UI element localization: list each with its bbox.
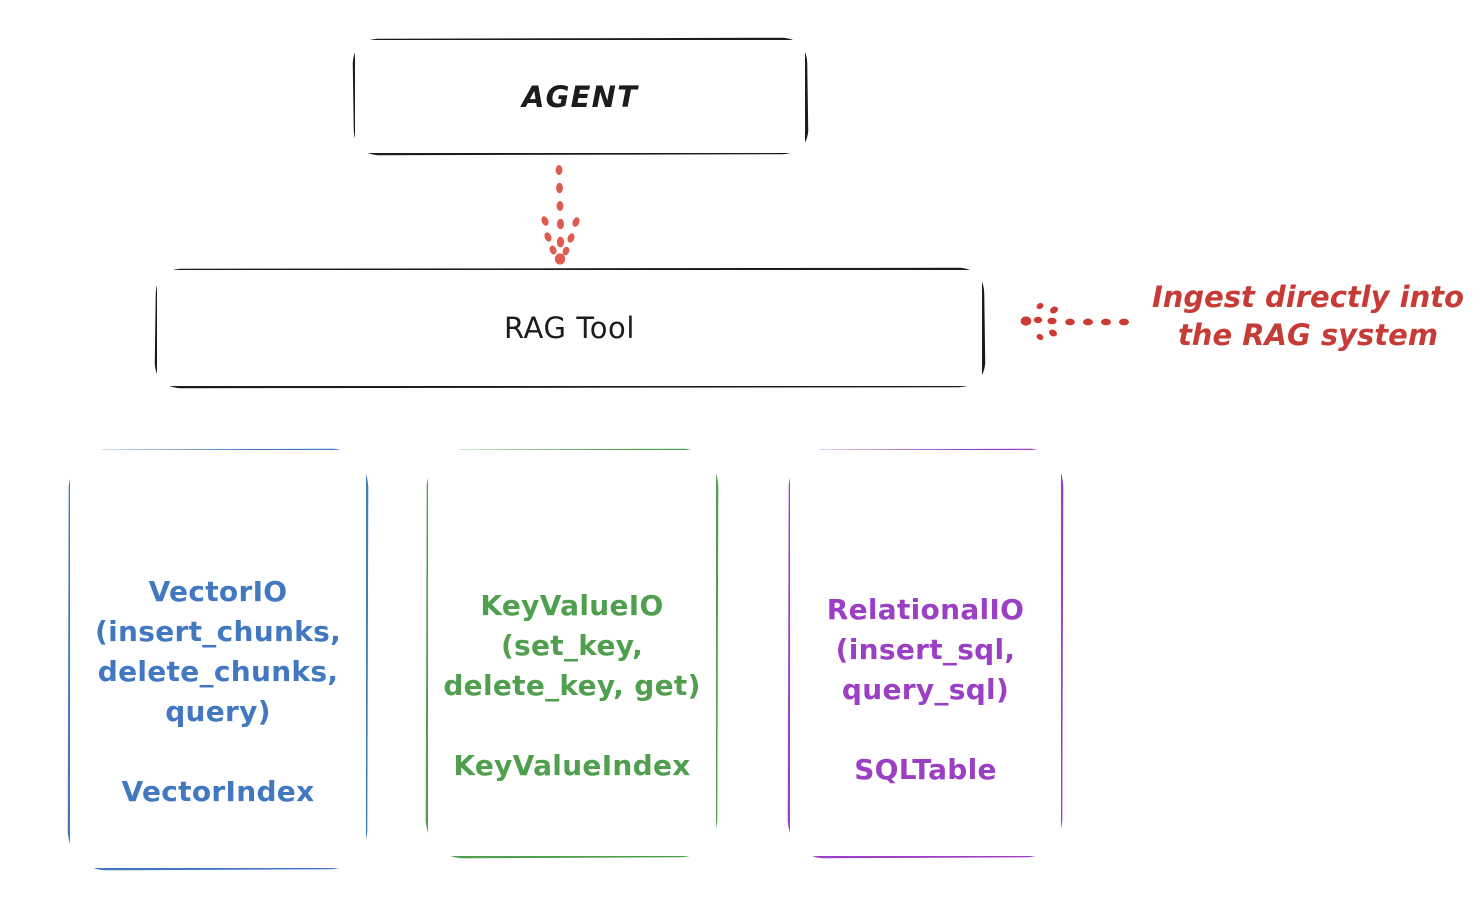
relational-io-text-block: RelationalIO (insert_sql, query_sql) SQL… <box>790 550 1061 830</box>
key-value-io-api-label: KeyValueIO (set_key, delete_key, get) <box>443 589 701 702</box>
vector-io-text-block: VectorIO (insert_chunks, delete_chunks, … <box>70 532 366 852</box>
node-rag-tool[interactable]: RAG Tool <box>157 270 982 386</box>
relational-io-index-label: SQLTable <box>854 753 997 786</box>
agent-to-rag-tool-arrow <box>541 165 580 265</box>
node-relational-io[interactable]: RelationalIO (insert_sql, query_sql) SQL… <box>790 450 1061 856</box>
node-vector-io[interactable]: VectorIO (insert_chunks, delete_chunks, … <box>70 450 366 868</box>
rag-tool-label: RAG Tool <box>503 311 636 345</box>
key-value-io-text-block: KeyValueIO (set_key, delete_key, get) Ke… <box>428 546 716 826</box>
node-agent[interactable]: AGENT <box>355 40 805 153</box>
ingest-note-arrow <box>1020 302 1129 341</box>
node-key-value-io[interactable]: KeyValueIO (set_key, delete_key, get) Ke… <box>428 450 716 856</box>
agent-label: AGENT <box>521 79 639 114</box>
vector-io-api-label: VectorIO (insert_chunks, delete_chunks, … <box>95 575 341 728</box>
ingest-note-label: Ingest directly into the RAG system <box>1151 280 1465 352</box>
key-value-io-index-label: KeyValueIndex <box>453 749 691 782</box>
vector-io-index-label: VectorIndex <box>121 775 315 808</box>
relational-io-api-label: RelationalIO (insert_sql, query_sql) <box>826 593 1025 706</box>
